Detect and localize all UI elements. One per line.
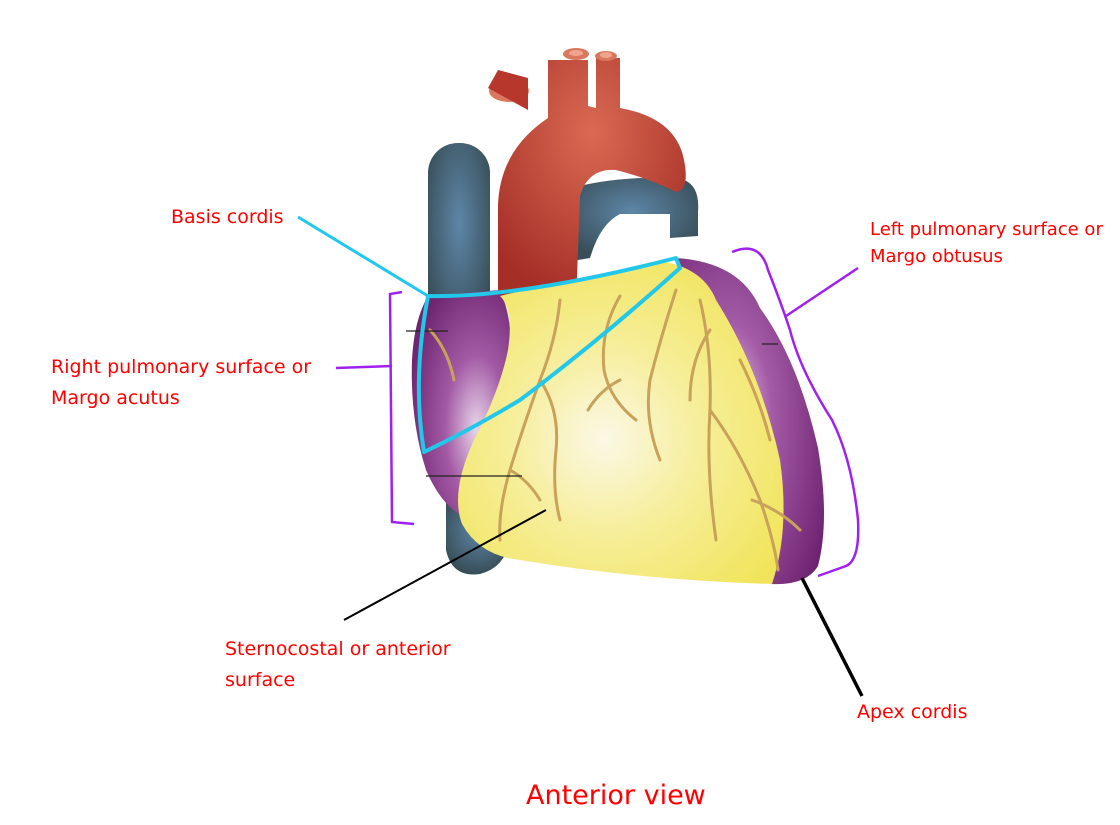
sternocostal-label-line2: surface	[225, 669, 296, 691]
sternocostal-label-line1: Sternocostal or anterior	[225, 638, 451, 660]
left-margin-bracket	[731, 247, 860, 578]
right-margin-label-line1: Right pulmonary surface or	[51, 356, 312, 378]
coronary-vessels	[428, 288, 802, 572]
sternocostal-leader-line	[343, 509, 547, 621]
apex-cordis-label: Apex cordis	[857, 701, 968, 723]
tick-marks	[406, 330, 778, 477]
right-margin-bracket	[335, 290, 415, 526]
pulmonary-trunk	[566, 178, 699, 262]
right-margin-label-line2: Margo acutus	[51, 387, 180, 409]
basis-cordis-label: Basis cordis	[171, 206, 284, 228]
left-margin-label-line1: Left pulmonary surface or	[870, 219, 1103, 240]
apex-leader-line	[800, 577, 864, 697]
basis-leader-line	[297, 215, 429, 298]
view-title: Anterior view	[526, 780, 706, 811]
basis-outline	[416, 256, 682, 454]
aorta	[488, 48, 686, 304]
left-margin-label-line2: Margo obtusus	[870, 246, 1003, 267]
